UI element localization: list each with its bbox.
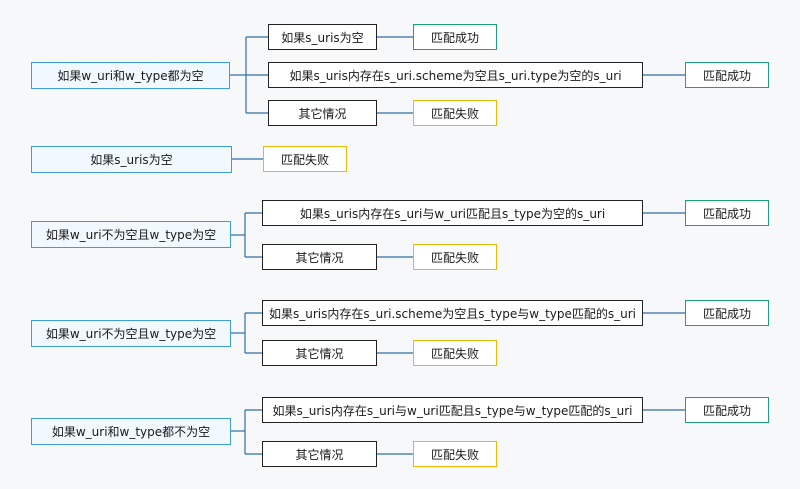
case-box: 其它情况 (262, 441, 377, 467)
condition-box: 如果w_uri不为空且w_type为空 (31, 221, 231, 248)
result-fail-box: 匹配失败 (413, 100, 497, 126)
result-fail-box: 匹配失败 (413, 441, 497, 467)
result-success-box: 匹配成功 (685, 200, 769, 226)
case-box: 如果s_uris内存在s_uri与w_uri匹配且s_type为空的s_uri (262, 200, 643, 226)
result-fail-box: 匹配失败 (263, 146, 347, 172)
case-box: 其它情况 (262, 340, 377, 366)
result-fail-box: 匹配失败 (413, 340, 497, 366)
case-box: 如果s_uris为空 (268, 24, 377, 50)
condition-box: 如果s_uris为空 (31, 146, 232, 173)
result-success-box: 匹配成功 (413, 24, 497, 50)
condition-box: 如果w_uri和w_type都不为空 (31, 418, 231, 445)
condition-box: 如果w_uri不为空且w_type为空 (31, 320, 231, 347)
result-success-box: 匹配成功 (685, 300, 769, 326)
result-success-box: 匹配成功 (685, 62, 769, 88)
case-box: 其它情况 (262, 244, 377, 270)
result-fail-box: 匹配失败 (413, 244, 497, 270)
case-box: 如果s_uris内存在s_uri.scheme为空且s_type与w_type匹… (262, 300, 643, 326)
condition-box: 如果w_uri和w_type都为空 (31, 62, 230, 89)
case-box: 其它情况 (268, 100, 377, 126)
case-box: 如果s_uris内存在s_uri.scheme为空且s_uri.type为空的s… (268, 62, 643, 88)
case-box: 如果s_uris内存在s_uri与w_uri匹配且s_type与w_type匹配… (262, 397, 643, 423)
result-success-box: 匹配成功 (685, 397, 769, 423)
